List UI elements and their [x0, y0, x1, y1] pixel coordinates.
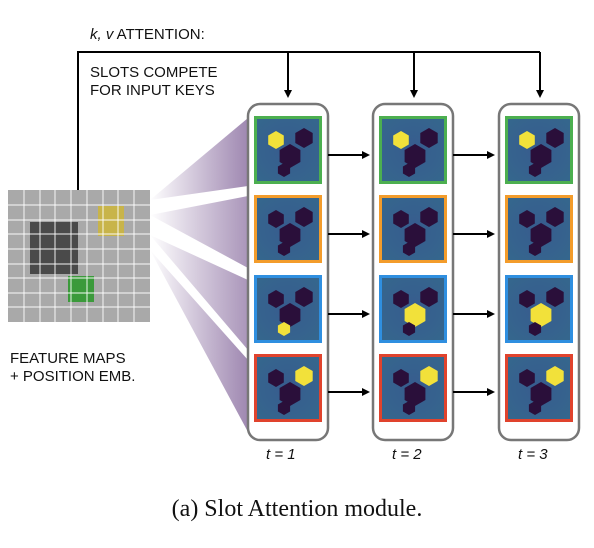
- slot-1-t1-mask: [254, 116, 322, 184]
- slot-3-t3-mask: [505, 275, 573, 343]
- iteration-arrows: [328, 151, 495, 396]
- slot-3-t1-mask: [254, 275, 322, 343]
- feature-maps-label: FEATURE MAPS: [10, 350, 126, 367]
- kv-label: k, v: [90, 26, 114, 43]
- slot-4-t2-mask: [379, 354, 447, 422]
- green-cube: [68, 276, 94, 302]
- timestep-label-1: t = 1: [266, 446, 296, 463]
- slot-masks: [254, 116, 573, 422]
- compete-line-2: FOR INPUT KEYS: [90, 82, 215, 99]
- slot-4-t1-mask: [254, 354, 322, 422]
- slot-1-t2-mask: [379, 116, 447, 184]
- slot-column-t2: [371, 102, 455, 442]
- yellow-cube: [98, 206, 124, 236]
- gray-cube: [30, 222, 78, 274]
- position-emb-label: + POSITION EMB.: [10, 368, 136, 385]
- slot-column-t1: [246, 102, 330, 442]
- timestep-label-2: t = 2: [392, 446, 422, 463]
- attention-title: k, v ATTENTION:: [90, 26, 205, 44]
- slot-2-t1-mask: [254, 195, 322, 263]
- attention-connector: [77, 51, 544, 190]
- slot-1-t3-mask: [505, 116, 573, 184]
- slot-3-t2-mask: [379, 275, 447, 343]
- slot-column-t3: [497, 102, 581, 442]
- slot-4-t3-mask: [505, 354, 573, 422]
- compete-line-1: SLOTS COMPETE: [90, 64, 218, 81]
- slot-2-t2-mask: [379, 195, 447, 263]
- attention-label: ATTENTION:: [113, 26, 205, 43]
- slot-2-t3-mask: [505, 195, 573, 263]
- figure-caption: (a) Slot Attention module.: [171, 496, 423, 522]
- input-feature-map: [8, 190, 150, 322]
- timestep-label-3: t = 3: [518, 446, 548, 463]
- projection-fan: [150, 118, 248, 432]
- slot-columns: [246, 102, 581, 442]
